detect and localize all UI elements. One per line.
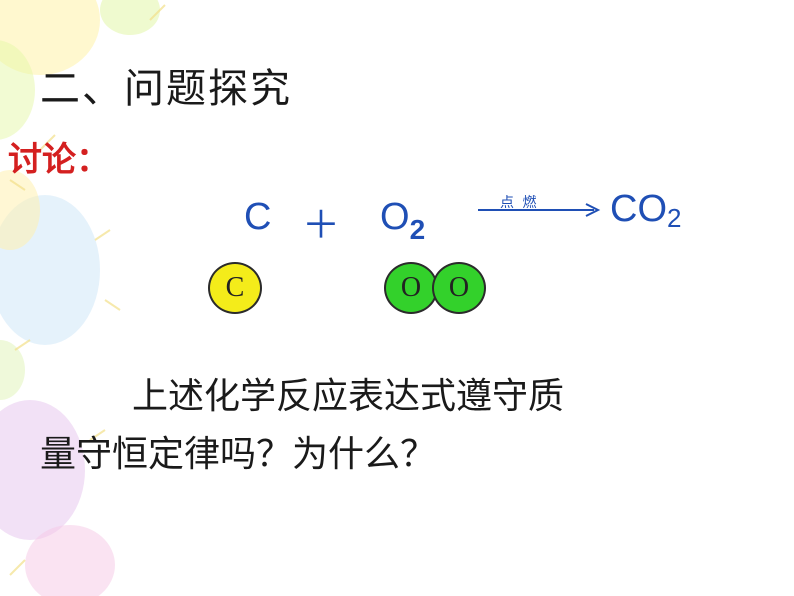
equation-product: CO2 [610, 188, 681, 234]
equation-reactant-carbon: C [244, 196, 272, 238]
oxygen-subscript: 2 [409, 214, 426, 245]
discussion-question: 上述化学反应表达式遵守质 量守恒定律吗？为什么？ [40, 368, 680, 484]
carbon-atom-label: C [225, 272, 245, 303]
reaction-condition: 点 燃 [500, 195, 539, 211]
product-symbol: CO [610, 188, 667, 230]
oxygen-atom-label-1: O [400, 272, 422, 303]
question-line-1: 上述化学反应表达式遵守质 [132, 376, 565, 417]
product-subscript: 2 [667, 203, 682, 233]
oxygen-symbol: O [380, 196, 410, 238]
equation-plus-sign: ＋ [302, 205, 341, 247]
carbon-atom-model: C [208, 262, 262, 314]
slide-title: 二、问题探究 [40, 66, 292, 112]
oxygen-atom-model-1: O [384, 262, 438, 314]
reaction-arrow-icon [478, 203, 601, 217]
oxygen-atom-model-2: O [432, 262, 486, 314]
discussion-label: 讨论： [8, 140, 110, 180]
equation-reactant-oxygen: O2 [380, 196, 425, 246]
oxygen-atom-label-2: O [448, 272, 470, 303]
question-line-2: 量守恒定律吗？为什么？ [40, 434, 437, 475]
